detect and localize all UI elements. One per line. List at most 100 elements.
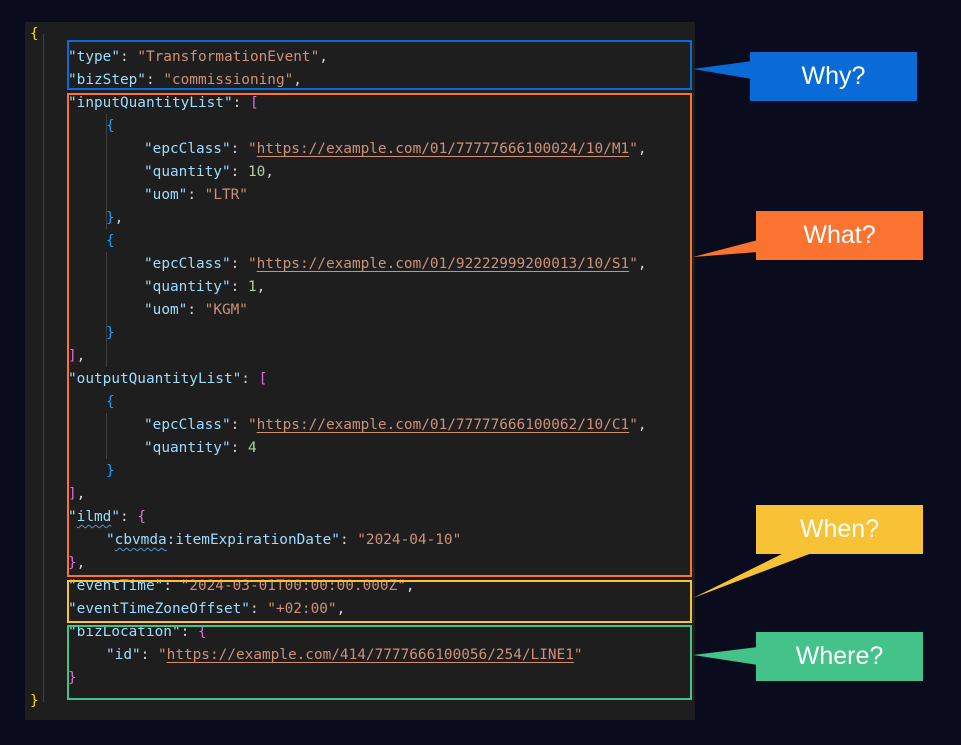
code-token: : xyxy=(187,302,205,318)
code-token: " xyxy=(157,647,167,663)
indent-guide-line xyxy=(106,252,107,367)
code-token: 1 xyxy=(247,279,257,295)
code-token: "epcClass" xyxy=(144,417,231,433)
code-token: "2024-04-10" xyxy=(357,532,462,548)
indent-guide-line xyxy=(106,413,107,459)
code-line: } xyxy=(30,690,39,713)
where-callout-label: Where? xyxy=(795,642,884,670)
code-token: https://example.com/01/77777666100062/10… xyxy=(256,417,630,433)
code-token: " xyxy=(111,509,120,525)
what-pointer xyxy=(693,240,758,257)
code-line: { xyxy=(106,230,115,253)
code-token: : xyxy=(232,95,250,111)
code-token: , xyxy=(637,256,647,272)
code-token: "eventTime" xyxy=(68,578,164,594)
code-token: cbvmda xyxy=(114,532,167,548)
code-line: "quantity": 10, xyxy=(144,161,274,184)
when-pointer xyxy=(693,550,820,598)
code-editor[interactable]: {"type": "TransformationEvent","bizStep"… xyxy=(25,22,695,720)
code-token: " xyxy=(247,417,257,433)
code-token: : xyxy=(180,624,198,640)
code-token: :itemExpirationDate" xyxy=(166,532,340,548)
code-line: "cbvmda:itemExpirationDate": "2024-04-10… xyxy=(106,529,461,552)
code-token: "quantity" xyxy=(144,164,231,180)
code-token: "epcClass" xyxy=(144,141,231,157)
code-token: } xyxy=(106,463,115,479)
code-line: "bizLocation": { xyxy=(68,621,207,644)
code-token: } xyxy=(30,693,39,709)
code-token: , xyxy=(265,164,274,180)
code-line: ], xyxy=(68,345,85,368)
code-token: : xyxy=(140,647,158,663)
code-token: [ xyxy=(249,95,259,111)
code-line: "uom": "LTR" xyxy=(144,184,248,207)
indent-guide-line xyxy=(106,114,107,229)
code-token: "uom" xyxy=(144,302,188,318)
code-token: "TransformationEvent" xyxy=(137,49,320,65)
code-token: " xyxy=(106,532,115,548)
code-line: { xyxy=(106,391,115,414)
code-token: : xyxy=(230,164,248,180)
code-line: "ilmd": { xyxy=(68,506,146,529)
code-token: : xyxy=(241,371,259,387)
code-line: ], xyxy=(68,483,85,506)
code-token: "bizLocation" xyxy=(68,624,181,640)
code-token: "commissioning" xyxy=(163,72,294,88)
code-token: , xyxy=(114,210,124,226)
code-token: "quantity" xyxy=(144,440,231,456)
code-token: , xyxy=(319,49,328,65)
code-token: { xyxy=(106,233,115,249)
code-line: }, xyxy=(106,207,123,230)
code-token: , xyxy=(293,72,302,88)
where-highlight-box xyxy=(67,625,692,700)
code-line: } xyxy=(106,322,115,345)
code-token: { xyxy=(30,26,39,42)
code-token: "quantity" xyxy=(144,279,231,295)
code-token: [ xyxy=(258,371,268,387)
code-token: ] xyxy=(68,348,77,364)
code-token: { xyxy=(106,394,115,410)
code-token: : xyxy=(120,509,138,525)
indent-guide-line xyxy=(43,34,44,702)
code-token: " xyxy=(629,256,638,272)
code-token: https://example.com/414/7777666100056/25… xyxy=(166,647,574,663)
code-token: : xyxy=(230,279,248,295)
code-token: : xyxy=(187,187,205,203)
code-line: "outputQuantityList": [ xyxy=(68,368,267,391)
code-token: "type" xyxy=(68,49,120,65)
code-token: "inputQuantityList" xyxy=(68,95,233,111)
code-token: "eventTimeZoneOffset" xyxy=(68,601,250,617)
code-line: "id": "https://example.com/414/777766610… xyxy=(106,644,583,667)
code-token: 4 xyxy=(247,440,257,456)
code-token: } xyxy=(106,325,115,341)
code-line: } xyxy=(106,460,115,483)
code-line: { xyxy=(30,23,39,46)
code-token: " xyxy=(629,417,638,433)
when-callout: When? xyxy=(756,505,923,554)
code-token: : xyxy=(163,578,181,594)
code-token: { xyxy=(106,118,115,134)
code-token: , xyxy=(637,417,647,433)
code-token: " xyxy=(629,141,638,157)
code-token: "epcClass" xyxy=(144,256,231,272)
code-token: "KGM" xyxy=(204,302,248,318)
code-token: "LTR" xyxy=(204,187,248,203)
why-callout-label: Why? xyxy=(801,62,866,90)
code-token: , xyxy=(76,486,86,502)
code-line: "epcClass": "https://example.com/01/7777… xyxy=(144,414,647,437)
code-token: } xyxy=(106,210,115,226)
code-token: : xyxy=(230,256,248,272)
what-callout-label: What? xyxy=(803,221,876,249)
code-token: , xyxy=(405,578,415,594)
code-token: } xyxy=(68,670,77,686)
code-token: " xyxy=(247,141,257,157)
why-pointer xyxy=(693,61,752,79)
code-token: "uom" xyxy=(144,187,188,203)
where-pointer xyxy=(693,647,758,665)
code-token: { xyxy=(197,624,207,640)
code-token: : xyxy=(230,141,248,157)
code-token: : xyxy=(145,72,164,88)
code-line: }, xyxy=(68,552,85,575)
code-token: " xyxy=(247,256,257,272)
